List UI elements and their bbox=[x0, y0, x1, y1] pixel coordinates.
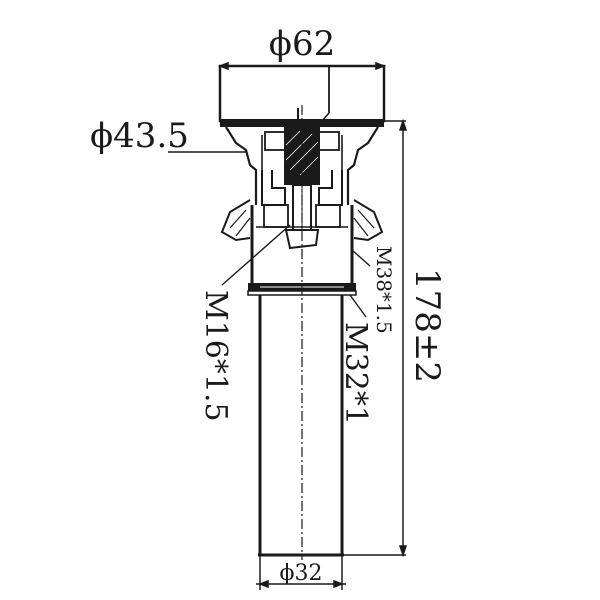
label-thread-m16: M16*1.5 bbox=[198, 290, 233, 422]
tailpiece-tube bbox=[258, 295, 344, 557]
label-top-diameter: ϕ62 bbox=[269, 24, 335, 64]
dimension-tube-diameter bbox=[256, 555, 346, 590]
label-tube-diameter: ϕ32 bbox=[280, 561, 323, 586]
dimension-top-diameter bbox=[217, 61, 387, 71]
drain-cap bbox=[218, 64, 386, 127]
label-flange-diameter: ϕ43.5 bbox=[90, 116, 189, 156]
dimension-overall-length bbox=[342, 118, 408, 558]
label-overall-length: 178±2 bbox=[407, 268, 447, 383]
lock-nut bbox=[220, 199, 384, 242]
thread-leaders bbox=[221, 224, 371, 318]
label-thread-m32: M32*1 bbox=[338, 322, 373, 425]
label-thread-m38: M38*1.5 bbox=[372, 246, 396, 334]
